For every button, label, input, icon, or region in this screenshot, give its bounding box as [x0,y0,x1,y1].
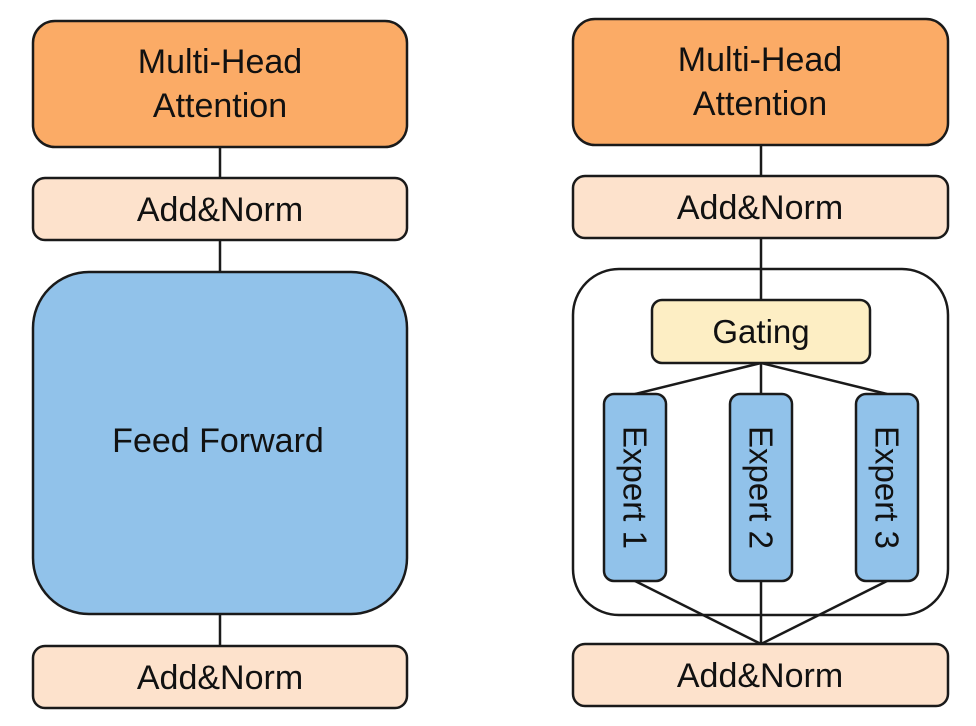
gating-to-expert-line [634,361,762,396]
left-add-norm-bottom-box [31,644,409,710]
gating-box [650,298,872,365]
expert-box-3 [854,392,920,583]
expert-label-2: Expert 2 [743,426,780,549]
left-add-norm-top-box [31,176,409,242]
expert-box-2 [728,392,794,583]
left-attention-label-line2: Attention [153,87,287,125]
left-attention-label-line1: Multi-Head [138,43,302,81]
right-add-norm-bottom-label: Add&Norm [677,657,843,695]
right-add-norm-bottom-box [571,642,950,708]
left-add-norm-top-label: Add&Norm [137,191,303,229]
left-attention-box [31,19,409,149]
expert-label-1: Expert 1 [617,426,654,549]
gating-to-expert-line [760,361,888,396]
right-add-norm-top-box [571,174,950,240]
left-add-norm-bottom-label: Add&Norm [137,659,303,697]
right-column-moe-block: Multi-Head Attention Add&Norm Gating Exp… [571,17,950,708]
gating-label: Gating [712,313,809,350]
left-column-standard-block: Multi-Head Attention Add&Norm Feed Forwa… [31,19,409,710]
right-attention-label-line1: Multi-Head [678,41,842,79]
right-add-norm-top-label: Add&Norm [677,189,843,227]
right-attention-label-line2: Attention [693,85,827,123]
feed-forward-box [31,270,409,616]
expert-to-norm-line [634,579,762,646]
expert-box-1 [602,392,668,583]
right-attention-box [571,17,950,147]
expert-to-norm-line [760,579,888,646]
feed-forward-label: Feed Forward [112,422,324,460]
expert-label-3: Expert 3 [869,426,906,549]
